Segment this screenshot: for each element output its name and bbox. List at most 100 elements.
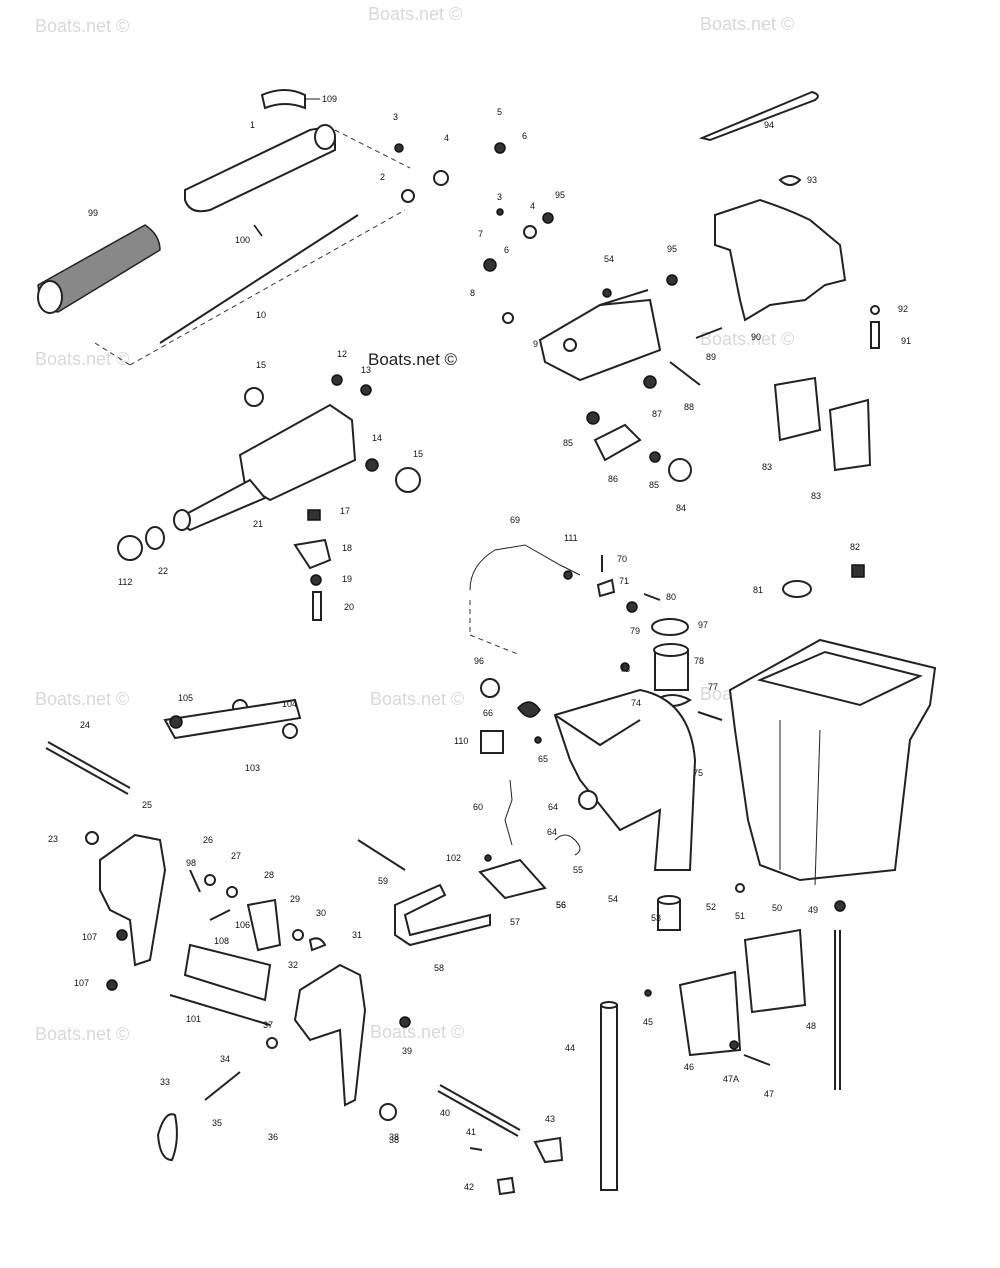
pivot-housing-21 [238,403,357,502]
part-label-91: 91 [901,336,911,346]
part-label-70: 70 [617,554,627,564]
cable-94 [698,90,819,142]
part-label-35: 35 [212,1118,222,1128]
housing-50 [728,638,937,882]
part-label-83: 83 [811,491,821,501]
part-label-2: 2 [380,172,385,182]
rod-101 [169,994,271,1026]
tiller-tube-1 [184,127,336,213]
part-label-9: 9 [533,339,538,349]
sleeve-46 [743,928,807,1014]
part-86 [593,423,642,462]
part-label-25: 25 [142,800,152,810]
part-label-107: 107 [74,978,89,988]
part-label-57: 57 [510,917,520,927]
part-label-3: 3 [497,192,502,202]
part-label-41: 41 [466,1127,476,1137]
part-label-110: 110 [454,736,468,746]
part-label-31: 31 [352,930,362,940]
part-label-86: 86 [608,474,618,484]
part-label-56: 56 [556,900,566,910]
screw-20 [312,591,322,621]
part-label-85: 85 [649,480,659,490]
part-label-108: 108 [214,936,229,946]
part-label-99: 99 [88,208,98,218]
spring-60 [504,779,513,846]
part-label-49: 49 [808,905,818,915]
part-label-90: 90 [751,332,761,342]
part-label-47: 47 [764,1089,774,1099]
part-label-8: 8 [470,288,475,298]
tiller-pivot-group [117,374,421,621]
part-label-12: 12 [337,349,347,359]
part-label-75: 75 [693,768,703,778]
part-label-28: 28 [264,870,274,880]
part-label-51: 51 [735,911,745,921]
part-label-4: 4 [530,201,535,211]
part-label-65: 65 [538,754,548,764]
part-label-109: 109 [322,94,337,104]
part-label-50: 50 [772,903,782,913]
cover-83b [828,398,872,472]
handle-cap-109 [260,89,306,110]
part-label-101: 101 [186,1014,201,1024]
clip-18 [293,538,332,570]
part-label-17: 17 [340,506,350,516]
gear-66 [517,701,541,718]
part-label-71: 71 [619,576,629,586]
part-label-10: 10 [256,310,266,320]
part-label-30: 30 [316,908,326,918]
pin-88 [669,361,701,386]
cover-83a [773,376,822,442]
linkage-group [469,544,865,721]
watermark-4: Boats.net © [35,349,129,369]
part-label-14: 14 [372,433,382,443]
watermark-7: Boats.net © [370,689,464,709]
part-label-32: 32 [288,960,298,970]
part-label-92: 92 [898,304,908,314]
part-label-53: 53 [651,913,661,923]
part-label-36: 36 [268,1132,278,1142]
part-label-64: 64 [547,827,557,837]
part-label-93: 93 [807,175,817,185]
watermark-main: Boats.net © [368,350,458,369]
watermark-3: Boats.net © [700,14,794,34]
part-label-7: 7 [478,229,483,239]
part-label-47a: 47A [723,1074,739,1084]
part-label-24: 24 [80,720,90,730]
part-label-77: 77 [708,682,718,692]
link-103 [163,698,302,740]
watermark-6: Boats.net © [35,689,129,709]
part-label-102: 102 [446,853,461,863]
part-label-84: 84 [676,503,686,513]
part-label-33: 33 [160,1077,170,1087]
shaft-10 [159,214,359,344]
part-label-20: 20 [344,602,354,612]
part-label-59: 59 [378,876,388,886]
pin-89 [695,327,723,339]
part-label-37: 37 [263,1020,273,1030]
part-label-112: 112 [118,577,132,587]
part-label-54: 54 [604,254,614,264]
part-label-54: 54 [608,894,618,904]
part-label-44: 44 [565,1043,575,1053]
bracket-9 [538,298,662,382]
swivel-housing-group [644,638,937,1090]
tube-44 [600,1004,618,1191]
bracket-58 [394,883,491,947]
pin-59 [357,839,406,871]
part-label-15: 15 [256,360,266,370]
washer-96 [480,678,500,698]
part-label-4: 4 [444,133,449,143]
part-label-27: 27 [231,851,241,861]
part-label-96: 96 [474,656,484,666]
part-label-22: 22 [158,566,168,576]
part-label-48: 48 [806,1021,816,1031]
part-label-56: 56 [556,900,566,910]
stern-bracket-group [45,698,411,1162]
part-label-3: 3 [393,112,398,122]
lower-middle-group [394,883,618,1196]
ring-97 [651,618,689,636]
part-label-5: 5 [497,107,502,117]
